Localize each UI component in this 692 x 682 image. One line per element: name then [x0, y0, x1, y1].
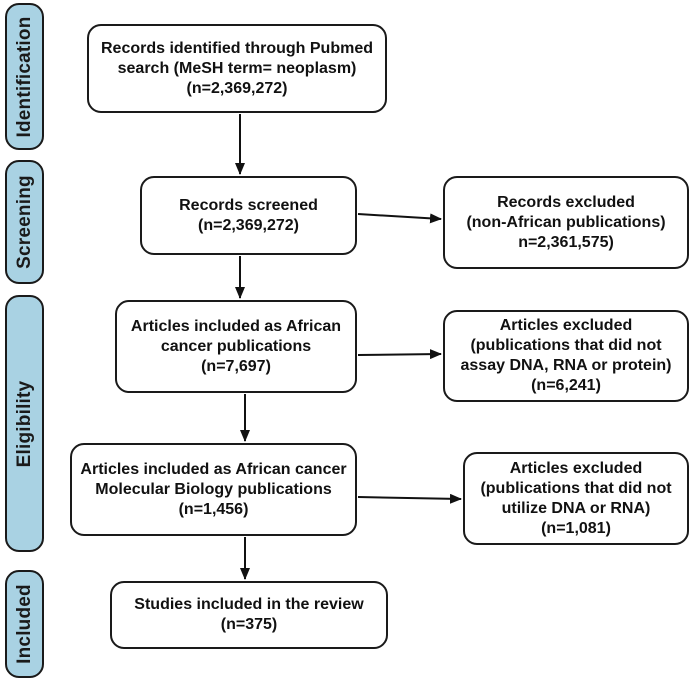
records-excluded-line2: (non-African publications)	[466, 213, 666, 231]
articles-excluded-assay-line1: Articles excluded	[499, 317, 633, 334]
records-screened-line2: (n=2,369,272)	[198, 216, 299, 234]
arrow-screened-to-excluded	[357, 213, 442, 224]
articles-included-african-line1: Articles included as African	[130, 317, 342, 335]
records-identified-line2: search (MeSH term= neoplasm)	[117, 59, 357, 77]
articles-included-african-line2: cancer publications	[160, 337, 312, 355]
phase-screening: Screening	[5, 160, 44, 284]
records-identified-line1: Records identified through Pubmed	[100, 39, 373, 57]
phase-identification: Identification	[5, 3, 44, 150]
records-excluded-box: Records excluded (non-African publicatio…	[443, 176, 689, 269]
articles-excluded-dna-rna-line2: (publications that did not	[480, 479, 672, 497]
records-identified-line3: (n=2,369,272)	[186, 79, 288, 97]
records-excluded-line1: Records excluded	[497, 193, 635, 211]
studies-included-box: Studies included in the review (n=375)	[110, 581, 388, 649]
articles-included-molbio-box: Articles included as African cancer Mole…	[70, 443, 357, 536]
articles-excluded-assay-box: Articles excluded (publications that did…	[443, 310, 689, 402]
articles-excluded-assay-line2: (publications that did not	[470, 337, 662, 354]
articles-excluded-dna-rna-line4: (n=1,081)	[541, 519, 611, 537]
records-screened-line1: Records screened	[179, 196, 318, 214]
articles-excluded-assay-line4: (n=6,241)	[531, 377, 601, 394]
arrow-molbio-to-excluded	[357, 493, 462, 504]
phase-eligibility: Eligibility	[5, 295, 44, 552]
articles-excluded-dna-rna-line1: Articles excluded	[509, 459, 643, 477]
articles-excluded-dna-rna-box: Articles excluded (publications that did…	[463, 452, 689, 545]
articles-included-molbio-line3: (n=1,456)	[178, 500, 249, 518]
records-identified-box: Records identified through Pubmed search…	[87, 24, 387, 113]
studies-included-line1: Studies included in the review	[134, 596, 364, 613]
articles-excluded-assay-line3: assay DNA, RNA or protein)	[460, 357, 672, 374]
studies-included-line2: (n=375)	[220, 616, 278, 633]
records-screened-box: Records screened (n=2,369,272)	[140, 176, 357, 255]
articles-included-molbio-line1: Articles included as African cancer	[80, 460, 347, 478]
articles-included-molbio-line2: Molecular Biology publications	[95, 480, 332, 498]
articles-included-african-line3: (n=7,697)	[201, 357, 271, 375]
phase-included: Included	[5, 570, 44, 678]
articles-included-african-box: Articles included as African cancer publ…	[115, 300, 357, 393]
articles-excluded-dna-rna-line3: utilize DNA or RNA)	[501, 499, 651, 517]
records-excluded-line3: n=2,361,575)	[518, 233, 614, 251]
arrow-african-to-excluded	[357, 349, 442, 360]
